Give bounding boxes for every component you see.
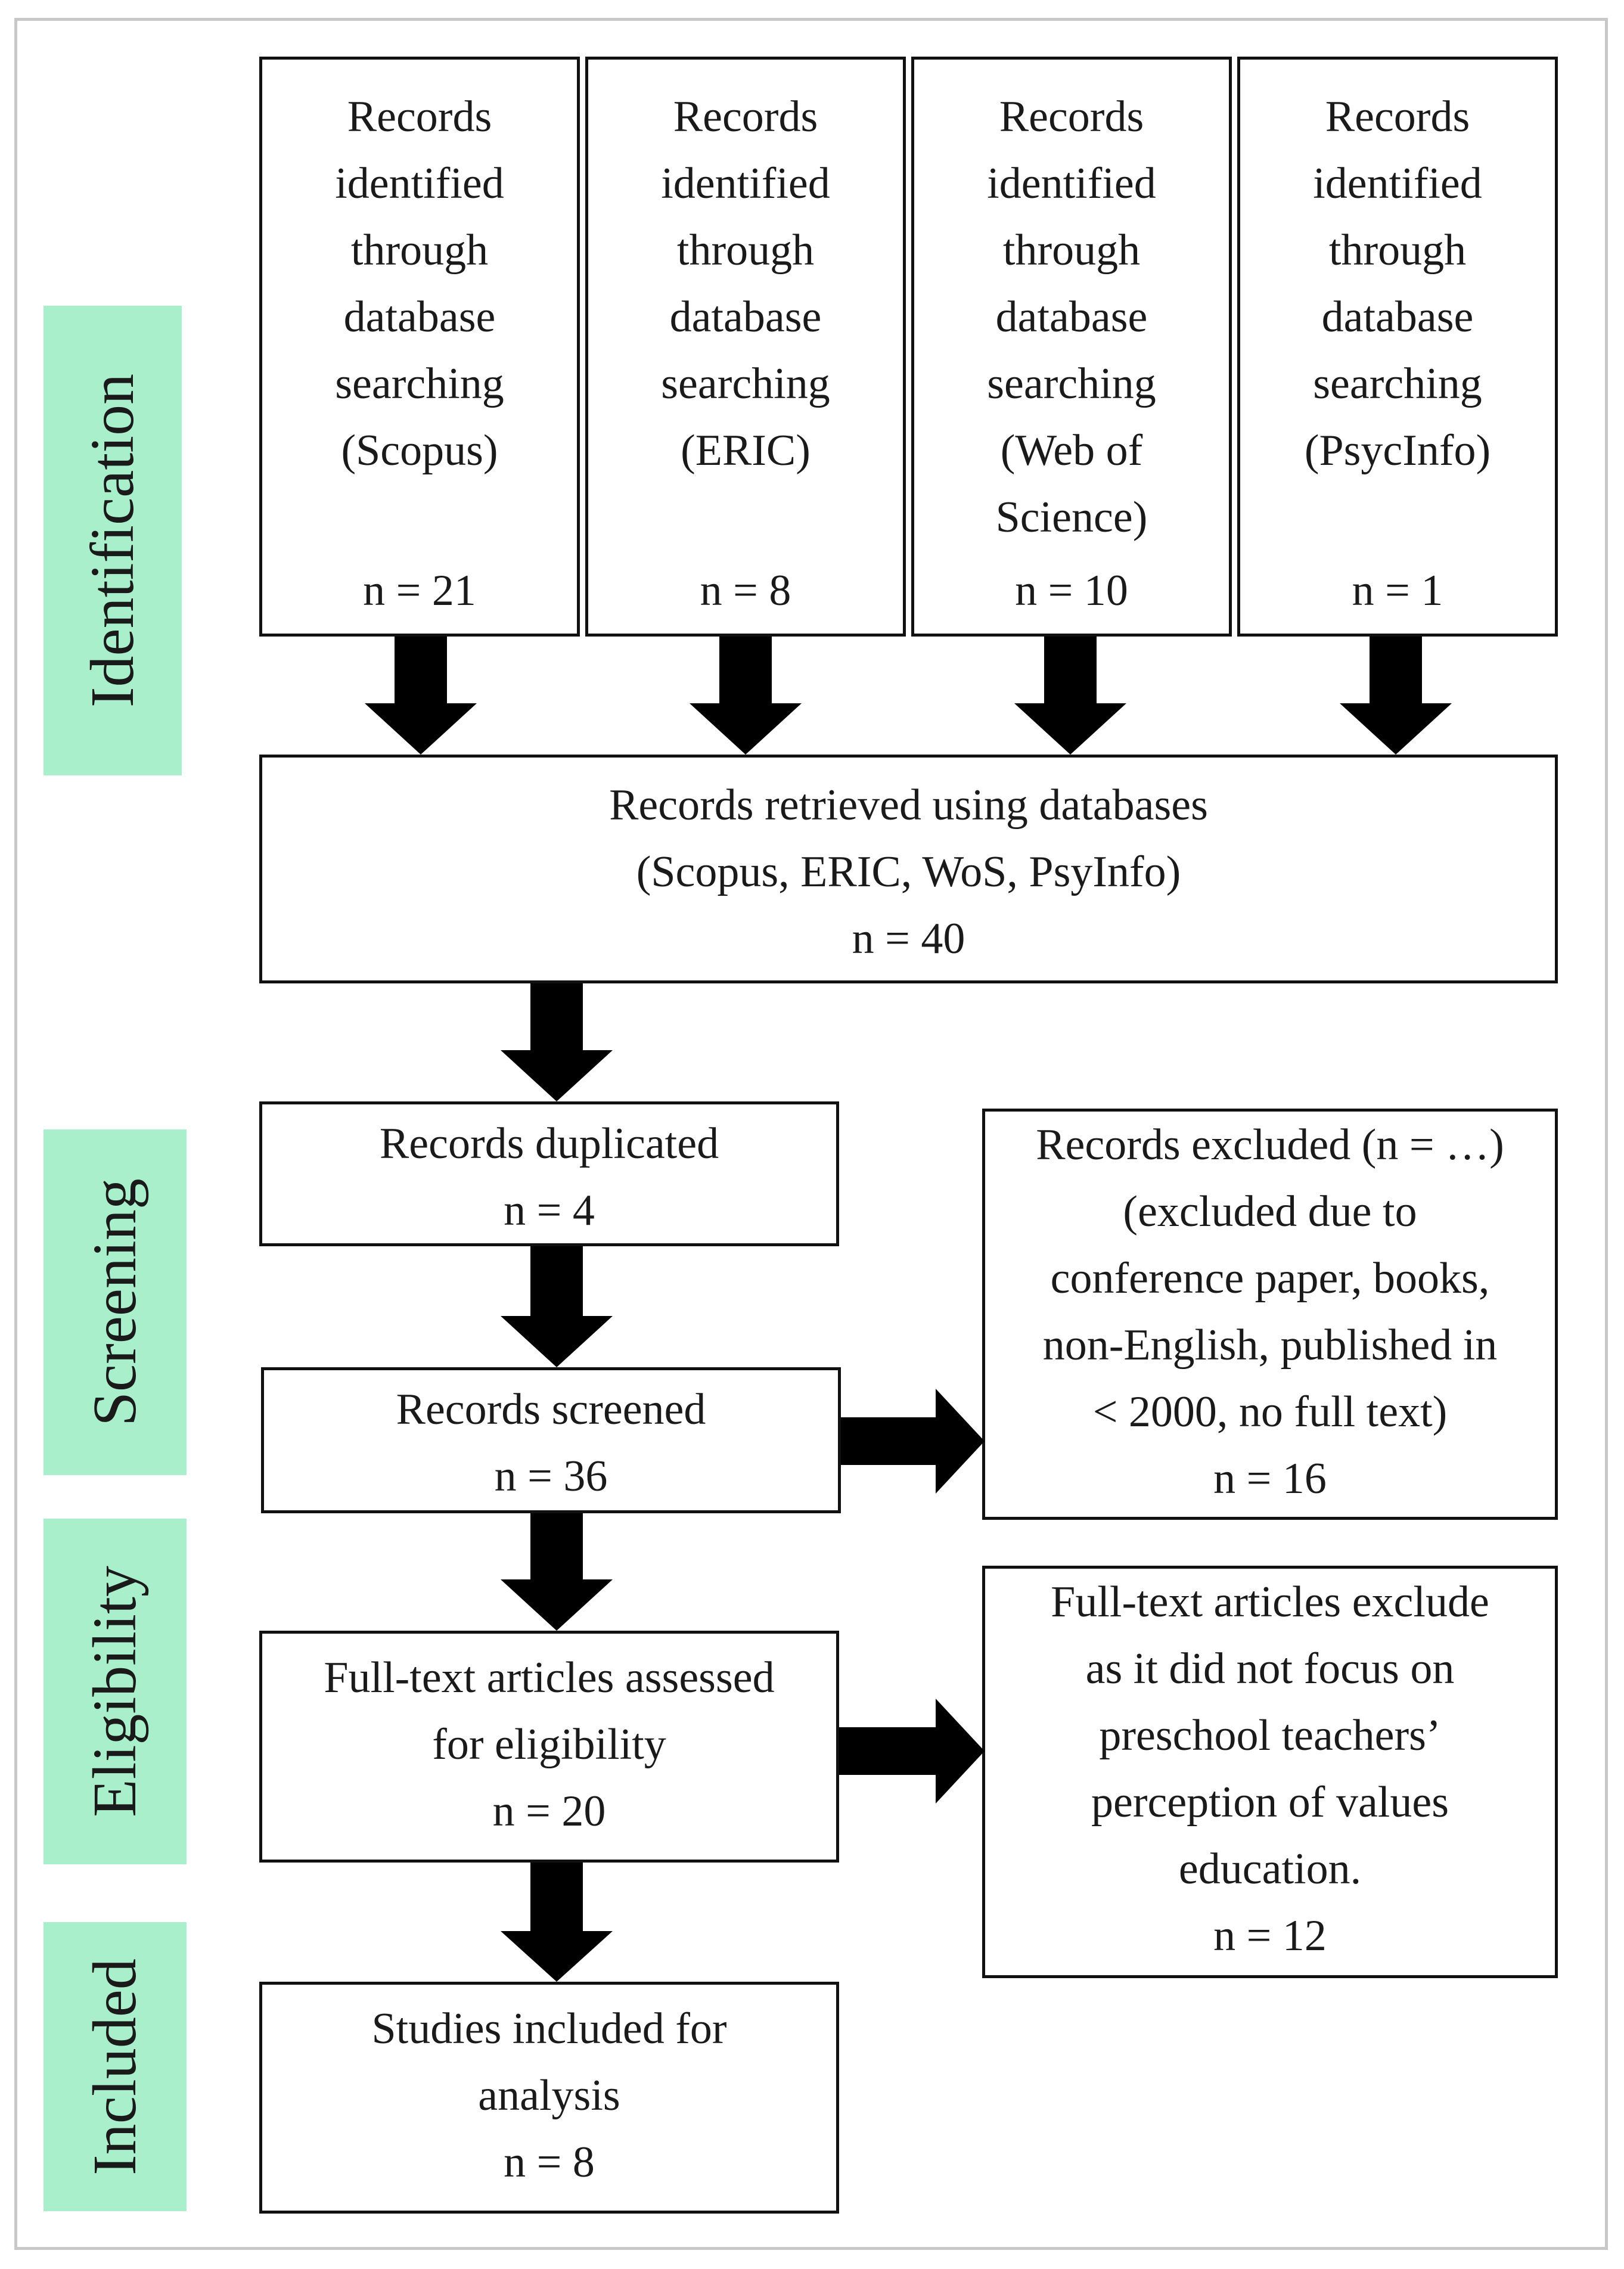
source-line: searching [1313,359,1482,408]
source-line: through [1002,226,1141,275]
arrow-down-icon [1340,637,1452,755]
eligibility-count: n = 20 [492,1787,606,1836]
source-count: n = 21 [363,566,476,615]
source-line: database [995,293,1148,342]
excluded-count: n = 16 [1213,1454,1327,1503]
retrieved-count: n = 40 [852,914,965,963]
excluded-line: conference paper, books, [1050,1254,1490,1303]
arrow-down-icon [501,983,613,1101]
included-count: n = 8 [504,2138,595,2187]
source-line: Records [999,92,1144,141]
stage-included: Included [44,1922,187,2211]
source-line: Records [1325,92,1470,141]
source-line: through [1328,226,1467,275]
retrieved-line: (Scopus, ERIC, WoS, PsyInfo) [636,848,1181,896]
eligibility-line: Full-text articles assessed [324,1653,775,1702]
arrow-right-icon [841,1389,985,1494]
eligibility-box: Full-text articles assessed for eligibil… [259,1631,839,1863]
stage-eligibility: Eligibility [44,1519,187,1864]
excluded-fulltext-box: Full-text articles exclude as it did not… [982,1566,1558,1978]
arrow-right-icon [839,1699,985,1804]
source-line: through [350,226,489,275]
duplicated-box: Records duplicated n = 4 [259,1101,839,1246]
source-box-psycinfo: Records identified through database sear… [1237,57,1558,637]
source-line: Records [673,92,818,141]
arrow-down-icon [501,1863,613,1982]
source-line: searching [661,359,830,408]
source-line: (Scopus) [341,426,498,475]
fulltext-excluded-line: Full-text articles exclude [1051,1578,1489,1627]
source-line: database [1321,293,1474,342]
excluded-line: non-English, published in [1042,1321,1498,1370]
fulltext-excluded-line: as it did not focus on [1085,1644,1455,1693]
retrieved-box: Records retrieved using databases (Scopu… [259,755,1558,983]
source-line: identified [335,159,504,208]
source-line: (Web of [1000,426,1143,475]
excluded-line: < 2000, no full text) [1092,1388,1448,1436]
fulltext-excluded-line: education. [1178,1845,1362,1894]
arrow-down-icon [365,637,477,755]
source-line: Records [347,92,492,141]
excluded-line: (excluded due to [1123,1187,1417,1236]
included-line: Studies included for [371,2004,727,2053]
screened-label: Records screened [396,1385,706,1434]
stage-identification: Identification [44,306,182,775]
screened-box: Records screened n = 36 [261,1367,841,1513]
arrow-down-icon [1014,637,1126,755]
source-box-eric: Records identified through database sear… [585,57,906,637]
source-box-scopus: Records identified through database sear… [259,57,580,637]
source-count: n = 8 [700,566,791,615]
source-line: database [343,293,496,342]
stage-screening: Screening [44,1129,187,1475]
fulltext-excluded-count: n = 12 [1213,1911,1327,1960]
fulltext-excluded-line: preschool teachers’ [1099,1711,1441,1760]
source-line: identified [1313,159,1482,208]
duplicated-count: n = 4 [504,1186,595,1235]
included-box: Studies included for analysis n = 8 [259,1982,839,2214]
source-line: searching [987,359,1156,408]
source-count: n = 1 [1352,566,1443,615]
arrow-down-icon [690,637,802,755]
source-line: Science) [995,493,1148,542]
excluded-screening-box: Records excluded (n = …) (excluded due t… [982,1109,1558,1520]
retrieved-line: Records retrieved using databases [609,781,1208,830]
diagram-frame [14,18,1608,2250]
source-line: searching [335,359,504,408]
fulltext-excluded-line: perception of values [1091,1778,1449,1827]
included-line: analysis [478,2071,620,2120]
arrow-down-icon [501,1513,613,1631]
excluded-line: Records excluded (n = …) [1036,1120,1504,1169]
source-line: identified [987,159,1156,208]
duplicated-label: Records duplicated [379,1119,719,1168]
source-line: (ERIC) [681,426,811,475]
source-box-web-of-science: Records identified through database sear… [911,57,1232,637]
screened-count: n = 36 [494,1452,608,1501]
eligibility-line: for eligibility [432,1720,666,1769]
source-line: through [676,226,815,275]
arrow-down-icon [501,1246,613,1367]
source-line: (PsycInfo) [1304,426,1491,475]
source-count: n = 10 [1015,566,1128,615]
source-line: identified [661,159,830,208]
source-line: database [669,293,822,342]
